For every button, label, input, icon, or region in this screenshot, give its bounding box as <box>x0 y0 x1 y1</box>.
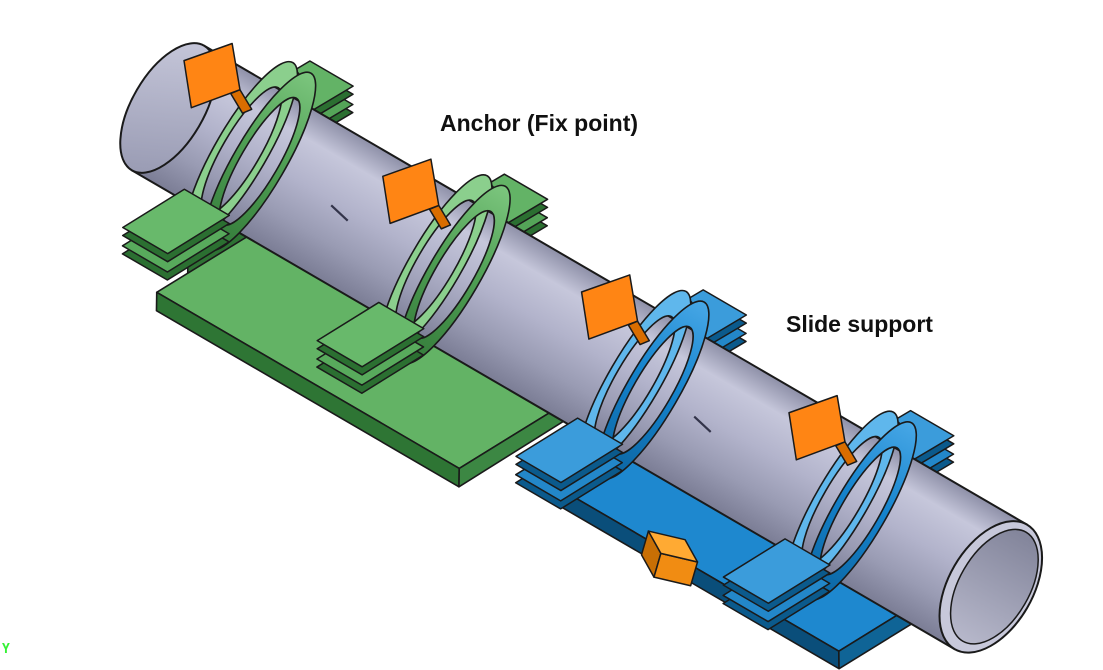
slide-label: Slide support <box>786 311 933 337</box>
pipe-weld-mark-2 <box>693 415 712 433</box>
pipe-weld-mark-1 <box>330 204 349 222</box>
anchor-label: Anchor (Fix point) <box>440 110 638 136</box>
pipe[interactable] <box>101 28 1064 670</box>
slide-guide-wedge[interactable] <box>630 522 709 596</box>
pipe-bore[interactable] <box>932 515 1056 659</box>
y-axis-indicator: Y <box>2 642 10 657</box>
